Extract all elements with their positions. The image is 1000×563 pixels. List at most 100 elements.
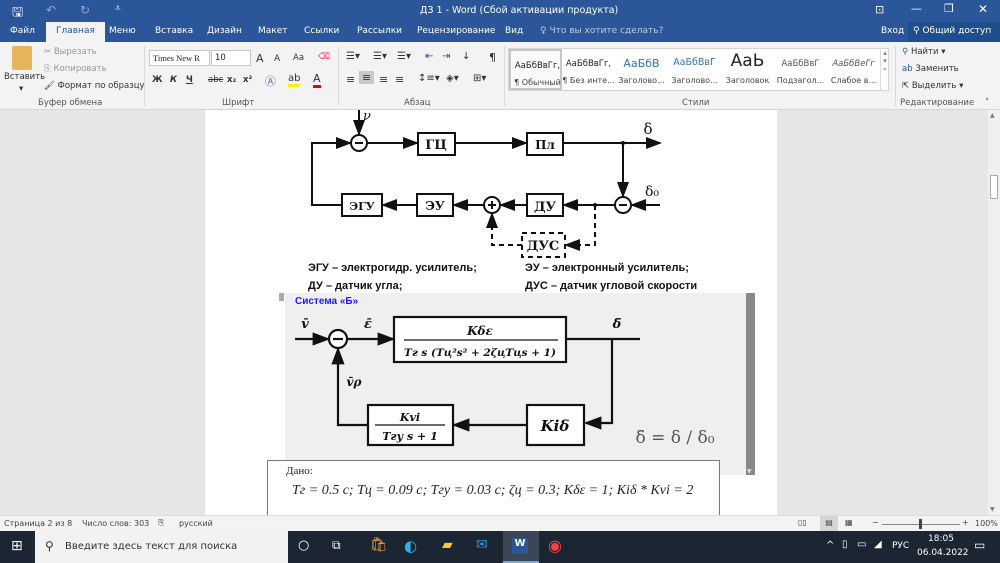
battery-icon[interactable]: ▯ — [842, 539, 848, 550]
strikethrough-button[interactable]: abc — [208, 75, 224, 85]
scrollbar-thumb[interactable] — [990, 175, 998, 199]
zoom-in-button[interactable]: + — [962, 518, 969, 527]
vertical-scrollbar[interactable]: ▲ ▼ — [988, 110, 1000, 515]
ribbon-display-icon[interactable]: ⊡ — [875, 3, 885, 16]
multilevel-list-icon[interactable]: ☰▾ — [397, 51, 411, 62]
signin-button[interactable]: Вход — [881, 26, 905, 36]
font-color-button[interactable]: A — [313, 72, 321, 88]
bold-button[interactable]: Ж — [152, 75, 163, 85]
sort-icon[interactable]: ↓ — [462, 51, 471, 62]
edge-icon[interactable]: ◐ — [404, 537, 418, 555]
shading-icon[interactable]: ◈▾ — [446, 73, 459, 84]
clear-format-icon[interactable]: ⌫ — [318, 52, 331, 62]
copy-button[interactable]: ⎘ Копировать — [44, 64, 107, 74]
clock-time[interactable]: 18:05 — [928, 534, 954, 544]
minimize-icon[interactable]: — — [911, 2, 922, 15]
grow-font-button[interactable]: A — [256, 52, 264, 65]
cortana-icon[interactable]: ○ — [298, 538, 310, 553]
numbering-icon[interactable]: ☰▾ — [373, 51, 387, 62]
paste-button[interactable]: Вставить — [4, 72, 46, 82]
taskbar-search[interactable]: ⚲ Введите здесь текст для поиска — [35, 531, 288, 563]
clock-date[interactable]: 06.04.2022 — [917, 548, 969, 558]
embedded-scrollbar[interactable]: ▼ — [746, 293, 755, 475]
language[interactable]: русский — [179, 519, 213, 528]
justify-icon[interactable]: ≡ — [395, 73, 405, 86]
subscript-button[interactable]: x₂ — [227, 75, 237, 85]
chrome-icon[interactable]: ◉ — [548, 536, 562, 555]
tab-references[interactable]: Ссылки — [304, 26, 340, 36]
tab-menu[interactable]: Меню — [109, 26, 136, 36]
font-name-select[interactable]: Times New R — [149, 50, 210, 66]
task-view-icon[interactable]: ⧉ — [332, 538, 341, 552]
replace-button[interactable]: ab Заменить — [902, 64, 959, 74]
tab-mailings[interactable]: Рассылки — [357, 26, 402, 36]
restore-icon[interactable]: ❐ — [944, 2, 954, 15]
store-icon[interactable]: 🛍 — [370, 537, 388, 553]
cut-button[interactable]: ✂ Вырезать — [44, 47, 97, 57]
paste-icon[interactable] — [12, 46, 32, 70]
share-button[interactable]: ⚲ Общий доступ — [908, 22, 1000, 42]
frame-handle-icon[interactable] — [279, 293, 284, 301]
find-button[interactable]: ⚲ Найти ▾ — [902, 47, 946, 57]
shrink-font-button[interactable]: A — [274, 54, 281, 64]
customize-toolbar-icon[interactable]: ⩡ — [115, 3, 121, 14]
zoom-slider[interactable] — [882, 519, 960, 529]
input-language[interactable]: РУС — [892, 541, 910, 551]
scroll-down-icon[interactable]: ▼ — [990, 506, 995, 513]
font-size-select[interactable]: 10 — [211, 50, 251, 66]
zoom-out-button[interactable]: − — [872, 518, 879, 527]
tab-design[interactable]: Дизайн — [207, 26, 242, 36]
superscript-button[interactable]: x² — [243, 75, 253, 85]
align-left-icon[interactable]: ≡ — [346, 73, 356, 86]
scroll-down-icon[interactable]: ▼ — [747, 468, 752, 475]
tab-layout[interactable]: Макет — [258, 26, 288, 36]
style-no-spacing[interactable]: АаБбВвГг,¶ Без инте... — [562, 49, 615, 90]
save-icon[interactable]: 🖫 — [12, 5, 24, 20]
zoom-slider-thumb[interactable] — [919, 519, 922, 529]
styles-scroll[interactable]: ▴▾⩡ — [880, 49, 889, 90]
tab-file[interactable]: Файл — [10, 26, 35, 36]
word-taskbar-button[interactable]: W — [503, 531, 539, 563]
file-explorer-icon[interactable]: ▰ — [442, 537, 453, 553]
network-icon[interactable]: ▭ — [857, 539, 867, 550]
notifications-icon[interactable]: ▭ — [974, 538, 986, 552]
show-marks-button[interactable]: ¶ — [489, 51, 496, 64]
print-layout-icon[interactable]: ▤ — [820, 516, 838, 531]
select-button[interactable]: ⇱ Выделить ▾ — [902, 81, 964, 91]
collapse-ribbon-icon[interactable]: ˄ — [985, 98, 990, 108]
word-count[interactable]: Число слов: 303 — [82, 519, 150, 528]
tab-review[interactable]: Рецензирование — [417, 26, 496, 36]
align-right-icon[interactable]: ≡ — [379, 73, 389, 86]
style-normal[interactable]: АаБбВвГг,¶ Обычный — [509, 49, 562, 90]
align-center-icon[interactable]: ≡ — [359, 71, 375, 84]
close-icon[interactable]: ✕ — [978, 2, 989, 16]
borders-icon[interactable]: ⊞▾ — [473, 73, 487, 84]
change-case-button[interactable]: Aa — [293, 53, 305, 63]
web-layout-icon[interactable]: ▦ — [845, 518, 853, 527]
highlight-icon[interactable]: ab — [288, 73, 301, 87]
increase-indent-icon[interactable]: ⇥ — [442, 51, 451, 62]
scroll-up-icon[interactable]: ▲ — [990, 112, 995, 119]
tab-insert[interactable]: Вставка — [155, 26, 194, 36]
italic-button[interactable]: К — [170, 75, 177, 85]
paste-dropdown-icon[interactable]: ▾ — [19, 84, 24, 94]
read-mode-icon[interactable]: ▯▯ — [798, 518, 807, 527]
undo-icon[interactable]: ↶ — [46, 3, 57, 17]
tell-me-search[interactable]: ♀ Что вы хотите сделать? — [540, 26, 663, 36]
zoom-level[interactable]: 100% — [975, 519, 998, 528]
tab-home[interactable]: Главная — [46, 22, 105, 42]
bullets-icon[interactable]: ☰▾ — [346, 51, 360, 62]
show-hidden-icons[interactable]: ^ — [826, 540, 835, 551]
windows-start-icon[interactable]: ⊞ — [11, 538, 23, 554]
redo-icon[interactable]: ↻ — [80, 3, 91, 17]
text-effects-icon[interactable]: Ⓐ — [265, 75, 276, 88]
page-count[interactable]: Страница 2 из 8 — [4, 519, 73, 528]
proofing-icon[interactable]: ⎘ — [158, 518, 165, 527]
mail-icon[interactable]: ✉ — [476, 537, 488, 553]
decrease-indent-icon[interactable]: ⇤ — [425, 51, 434, 62]
